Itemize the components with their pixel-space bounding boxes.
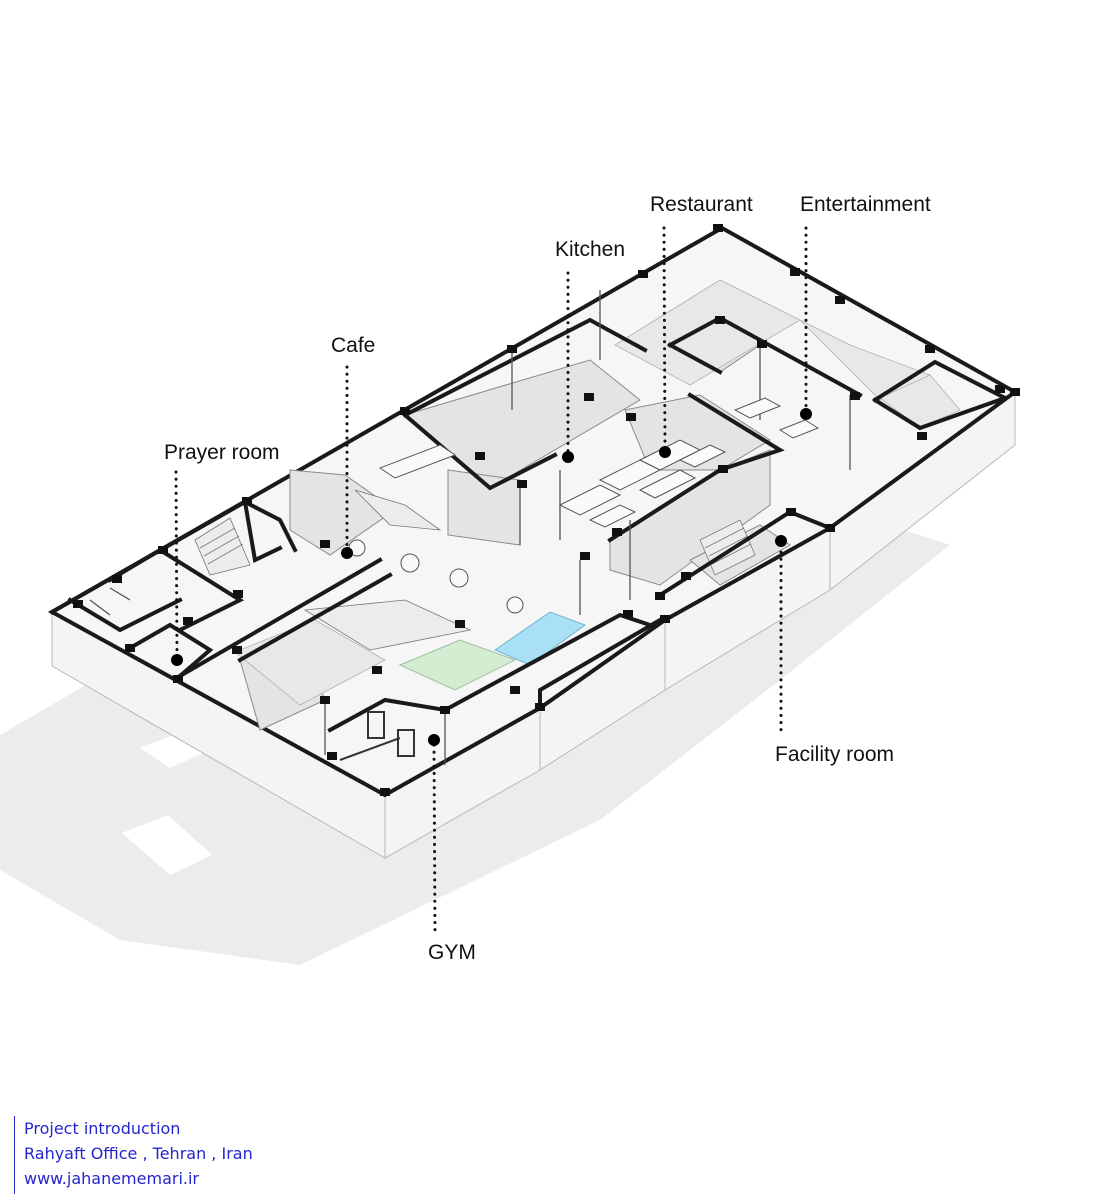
label-entertainment: Entertainment: [800, 193, 931, 216]
dot-restaurant: [659, 446, 671, 458]
dot-prayer-room: [171, 654, 183, 666]
leader-prayer-room: [174, 470, 179, 657]
label-restaurant: Restaurant: [650, 193, 753, 216]
staircases: [194, 489, 756, 651]
dot-gym: [428, 734, 440, 746]
leader-restaurant: [662, 226, 667, 449]
gym-equipment: [339, 711, 415, 761]
label-cafe: Cafe: [331, 334, 376, 357]
dot-cafe: [341, 547, 353, 559]
anchor-dots: [171, 408, 812, 746]
label-gym: GYM: [428, 941, 476, 964]
pool-and-steps: [398, 611, 587, 691]
leader-gym: [432, 743, 437, 934]
leader-lines: [174, 226, 808, 934]
dot-kitchen: [562, 451, 574, 463]
label-prayer-room: Prayer room: [164, 441, 280, 464]
dot-entertainment: [800, 408, 812, 420]
building-walls: [51, 391, 1016, 859]
project-credits: Project introduction Rahyaft Office , Te…: [14, 1116, 253, 1194]
label-facility-room: Facility room: [775, 743, 895, 766]
credit-project-introduction: Project introduction: [24, 1119, 181, 1138]
column-posts: [73, 224, 1020, 796]
interior-walls: [49, 315, 1008, 733]
label-kitchen: Kitchen: [555, 238, 626, 261]
credit-office-location: Rahyaft Office , Tehran , Iran: [24, 1144, 253, 1163]
credit-website: www.jahanememari.ir: [24, 1169, 200, 1188]
dot-facility-room: [775, 535, 787, 547]
